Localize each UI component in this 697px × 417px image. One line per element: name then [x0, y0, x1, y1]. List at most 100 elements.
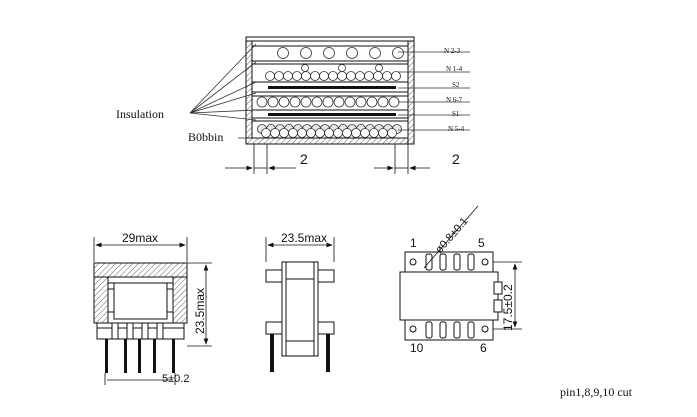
wire-turn [278, 96, 290, 108]
label-s2: S2 [452, 81, 460, 89]
pin-row-top [404, 251, 494, 275]
wire-turn [301, 64, 309, 72]
insulation-leaders [189, 43, 257, 121]
wire-turn [364, 71, 374, 81]
bobbin-label: B0bbin [188, 130, 223, 144]
wire-turn [351, 128, 361, 138]
wire-turn [355, 71, 365, 81]
wire-turn [324, 128, 334, 138]
wire-turn [375, 64, 383, 72]
hole-leader [423, 205, 479, 269]
pin-view-body [399, 271, 499, 321]
wire-turn [261, 128, 271, 138]
wire-turn [301, 71, 311, 81]
front-base [96, 322, 185, 340]
shield-s1 [268, 113, 396, 116]
pin-slot [425, 321, 433, 339]
wire-turn [338, 64, 346, 72]
front-pin-label: 5±0.2 [162, 373, 189, 385]
pin-row-bottom [404, 317, 494, 341]
wire-turn [300, 47, 312, 59]
side-right-top-flange [317, 269, 335, 283]
wire-turn [346, 47, 358, 59]
pin-6-label: 6 [480, 341, 487, 355]
core-right [172, 276, 188, 324]
bottom-slots [425, 321, 475, 339]
bobbin-top [245, 36, 415, 42]
front-view: 29max 23.5max [93, 231, 212, 385]
wire-turn [322, 96, 334, 108]
insulation-label: Insulation [116, 107, 164, 121]
wire-turn [337, 71, 347, 81]
wire-turn [311, 96, 323, 108]
bobbin-base [245, 137, 415, 145]
pin-slot [467, 253, 475, 271]
dimension-right [374, 144, 430, 174]
pin-5-label: 5 [478, 236, 485, 250]
front-width-label: 29max [122, 231, 158, 245]
wire-turn [315, 128, 325, 138]
wire-turn [279, 128, 289, 138]
wire-turn [300, 96, 312, 108]
wire-turn [277, 47, 289, 59]
winding-leads [398, 51, 470, 131]
pin-1-label: 1 [410, 236, 417, 250]
wire-turn [323, 47, 335, 59]
wire-turn [319, 71, 329, 81]
wire-turn [297, 128, 307, 138]
pin-slot [467, 321, 475, 339]
bobbin-window [113, 282, 168, 320]
pin-holes [409, 258, 489, 333]
wire-turn [382, 71, 392, 81]
label-s1: S1 [452, 110, 460, 118]
wire-turn [256, 96, 268, 108]
label-n67: N 6-7 [446, 96, 463, 104]
side-view: 23.5max [265, 231, 335, 372]
wire-turn [387, 128, 397, 138]
wire-turn [310, 71, 320, 81]
wire-turn [391, 71, 401, 81]
pin-slot [439, 321, 447, 339]
wire-turn [369, 128, 379, 138]
side-pin-right [326, 334, 330, 372]
dim-right-value: 2 [452, 151, 460, 167]
wire-turn [283, 71, 293, 81]
shield-s2 [268, 86, 396, 89]
side-pin-left [270, 334, 274, 372]
dim-left-value: 2 [300, 151, 308, 167]
wire-turn [270, 128, 280, 138]
wire-turn [360, 128, 370, 138]
wire-turn [288, 128, 298, 138]
wire-turn [267, 96, 279, 108]
pin-slot [439, 253, 447, 271]
pin-10-label: 10 [410, 341, 424, 355]
dimension-left [225, 144, 296, 174]
wire-turn [289, 96, 301, 108]
wire-turn [392, 47, 404, 59]
wire-turn [333, 128, 343, 138]
core-left [93, 276, 109, 324]
wire-turn [388, 96, 400, 108]
footnote: pin1,8,9,10 cut [560, 385, 633, 399]
wire-turn [344, 96, 356, 108]
wire-turn [265, 71, 275, 81]
wire-turn [292, 71, 302, 81]
cross-section: N 2-3 N 1-4 S2 N 6-7 S1 N 5-4 Insulation… [116, 36, 470, 174]
side-core [285, 261, 315, 357]
pin-slot [453, 321, 461, 339]
label-n23: N 2-3 [444, 47, 461, 55]
row-spacing-label: 17.5±0.2 [501, 284, 515, 331]
wire-turn [366, 96, 378, 108]
front-pins [105, 339, 175, 373]
front-height-label: 23.5max [193, 288, 207, 334]
side-width-label: 23.5max [281, 231, 327, 245]
winding-wires [256, 47, 404, 138]
wire-turn [333, 96, 345, 108]
pin-slot [453, 253, 461, 271]
label-n54: N 5-4 [448, 125, 465, 133]
insulation-layers [252, 45, 408, 122]
label-n14: N 1-4 [446, 65, 463, 73]
wire-turn [346, 71, 356, 81]
